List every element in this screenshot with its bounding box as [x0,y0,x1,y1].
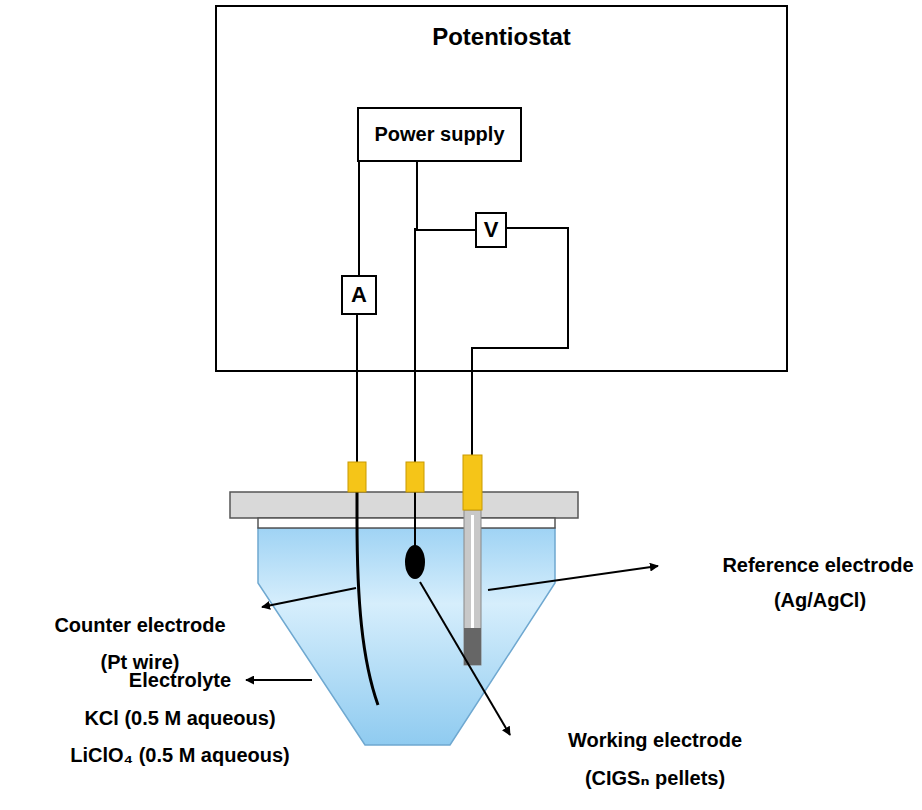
working-wire [414,228,416,546]
part-label: Electrolyte [129,668,231,692]
wire-connector [358,162,360,275]
part-label: LiClO₄ (0.5 M aqueous) [70,743,290,767]
counter-wire [356,313,358,462]
box-label: Power supply [374,123,504,146]
box-label: A [351,282,367,308]
pellet [405,545,425,579]
counter-electrode-wire [357,492,378,705]
part-label: Counter electrode [54,613,225,637]
connector-plug [406,462,424,492]
part-label: (Ag/AgCl) [774,588,866,612]
part-label: KCl (0.5 M aqueous) [84,706,275,730]
part-label: Reference electrode [722,553,913,577]
connector-plug [348,462,366,492]
box-label: V [484,217,499,243]
wire-connector [417,162,475,230]
reference-wire [472,228,568,455]
process-box: Power supply [357,107,522,162]
box-title: Potentiostat [217,23,786,51]
part-label: (CIGSₙ pellets) [585,766,725,790]
leader-arrow [246,679,312,681]
reference-inner [471,515,474,628]
lid-ring [258,518,555,528]
connector-plug [463,455,482,510]
leader-arrow [262,588,356,607]
meter-box: A [341,275,377,315]
part-label: Working electrode [568,728,742,752]
electrolyte-liquid [258,528,555,745]
leader-arrow [420,582,510,735]
leader-arrow [488,566,658,590]
reference-tube [464,510,481,665]
meter-box: V [475,212,507,248]
instrument-box: PotentiostatPower supplyV A [215,5,788,372]
cell-lid [230,492,578,518]
